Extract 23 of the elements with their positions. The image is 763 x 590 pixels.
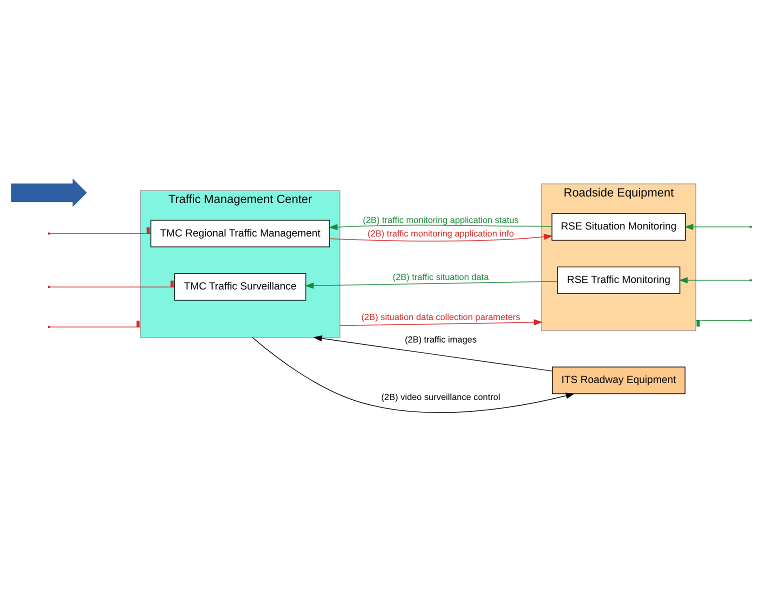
node-box: RSE Traffic Monitoring (557, 266, 680, 294)
node-box: TMC Regional Traffic Management (150, 219, 330, 247)
arrow (304, 280, 558, 288)
arrow (329, 233, 553, 241)
node-box: RSE Situation Monitoring (552, 212, 686, 240)
edge-label: (2B) traffic monitoring application status (362, 214, 519, 224)
arrow (328, 224, 552, 230)
node-box: TMC Traffic Surveillance (174, 272, 306, 300)
edge-label: (2B) video surveillance control (381, 392, 500, 402)
arrow (678, 276, 750, 283)
edge-label: (2B) situation data collection parameters (361, 312, 520, 322)
arrow (252, 336, 575, 412)
edge-label: (2B) traffic monitoring application info (368, 228, 514, 238)
arrow (340, 318, 543, 326)
connector (49, 326, 141, 327)
node-box: ITS Roadway Equipment (552, 366, 686, 394)
connector (49, 286, 175, 287)
node-arrow (11, 178, 87, 207)
arrow (684, 223, 750, 230)
edge-label: (2B) traffic situation data (392, 271, 489, 282)
arrow (313, 334, 552, 371)
connector (49, 232, 151, 234)
edge-label: (2B) traffic images (404, 334, 477, 344)
